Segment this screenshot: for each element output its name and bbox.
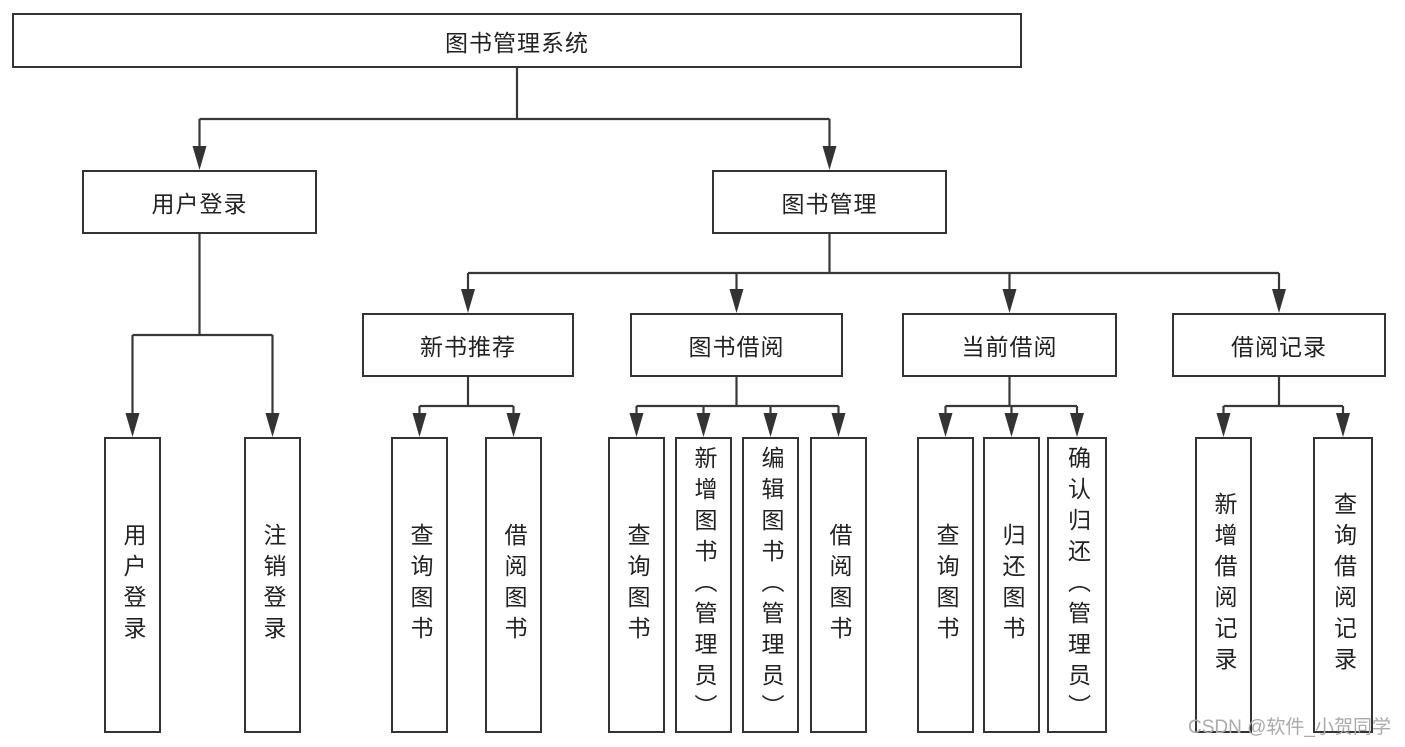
node-borrow-records: 借阅记录 xyxy=(1172,313,1386,377)
leaf-return-books-label: 归还图书 xyxy=(999,523,1025,647)
leaf-query-borrow-record: 查询借阅记录 xyxy=(1313,437,1373,733)
node-borrow-records-label: 借阅记录 xyxy=(1231,334,1327,360)
leaf-query-borrow-record-label: 查询借阅记录 xyxy=(1330,492,1357,678)
node-library-system-label: 图书管理系统 xyxy=(445,29,589,56)
node-book-borrow-label: 图书借阅 xyxy=(688,334,785,360)
leaf-edit-books-admin-label: 编辑图书（管理员） xyxy=(758,445,784,725)
arrowheads xyxy=(125,146,1350,437)
node-book-management: 图书管理 xyxy=(712,170,947,234)
leaf-logout-label: 注销登录 xyxy=(260,523,286,647)
leaf-query-books-recommend-label: 查询图书 xyxy=(407,523,433,647)
node-current-borrow: 当前借阅 xyxy=(902,313,1117,377)
leaf-borrow-books-recommend: 借阅图书 xyxy=(485,437,542,733)
leaf-borrow-books: 借阅图书 xyxy=(810,437,867,733)
node-book-management-label: 图书管理 xyxy=(781,191,878,217)
leaf-logout: 注销登录 xyxy=(244,437,301,733)
leaf-borrow-books-label: 借阅图书 xyxy=(826,523,852,647)
csdn-watermark: CSDN @软件_小贺同学 xyxy=(1188,717,1391,738)
leaf-query-books-current-label: 查询图书 xyxy=(933,523,959,647)
leaf-user-login-label: 用户登录 xyxy=(120,523,146,647)
node-book-borrow: 图书借阅 xyxy=(630,313,843,377)
leaf-confirm-return-admin-label: 确认归还（管理员） xyxy=(1064,445,1091,725)
leaf-edit-books-admin: 编辑图书（管理员） xyxy=(742,437,799,733)
leaf-return-books: 归还图书 xyxy=(983,437,1040,733)
node-current-borrow-label: 当前借阅 xyxy=(961,334,1058,360)
leaf-query-books-borrow-label: 查询图书 xyxy=(624,523,650,647)
leaf-query-books-recommend: 查询图书 xyxy=(391,437,448,733)
leaf-add-borrow-record-label: 新增借阅记录 xyxy=(1211,492,1237,678)
node-library-system: 图书管理系统 xyxy=(12,13,1022,68)
connector-paths xyxy=(131,68,1345,416)
leaf-user-login: 用户登录 xyxy=(104,437,161,733)
leaf-borrow-books-recommend-label: 借阅图书 xyxy=(501,523,527,647)
node-new-book-recommend: 新书推荐 xyxy=(362,313,574,377)
leaf-query-books-borrow: 查询图书 xyxy=(608,437,665,733)
leaf-add-books-admin: 新增图书（管理员） xyxy=(675,437,732,733)
leaf-add-borrow-record: 新增借阅记录 xyxy=(1195,437,1252,733)
node-new-book-recommend-label: 新书推荐 xyxy=(420,334,516,360)
leaf-query-books-current: 查询图书 xyxy=(917,437,974,733)
leaf-confirm-return-admin: 确认归还（管理员） xyxy=(1047,437,1107,733)
node-user-login: 用户登录 xyxy=(82,170,317,234)
node-user-login-label: 用户登录 xyxy=(151,191,248,217)
leaf-add-books-admin-label: 新增图书（管理员） xyxy=(691,445,717,725)
